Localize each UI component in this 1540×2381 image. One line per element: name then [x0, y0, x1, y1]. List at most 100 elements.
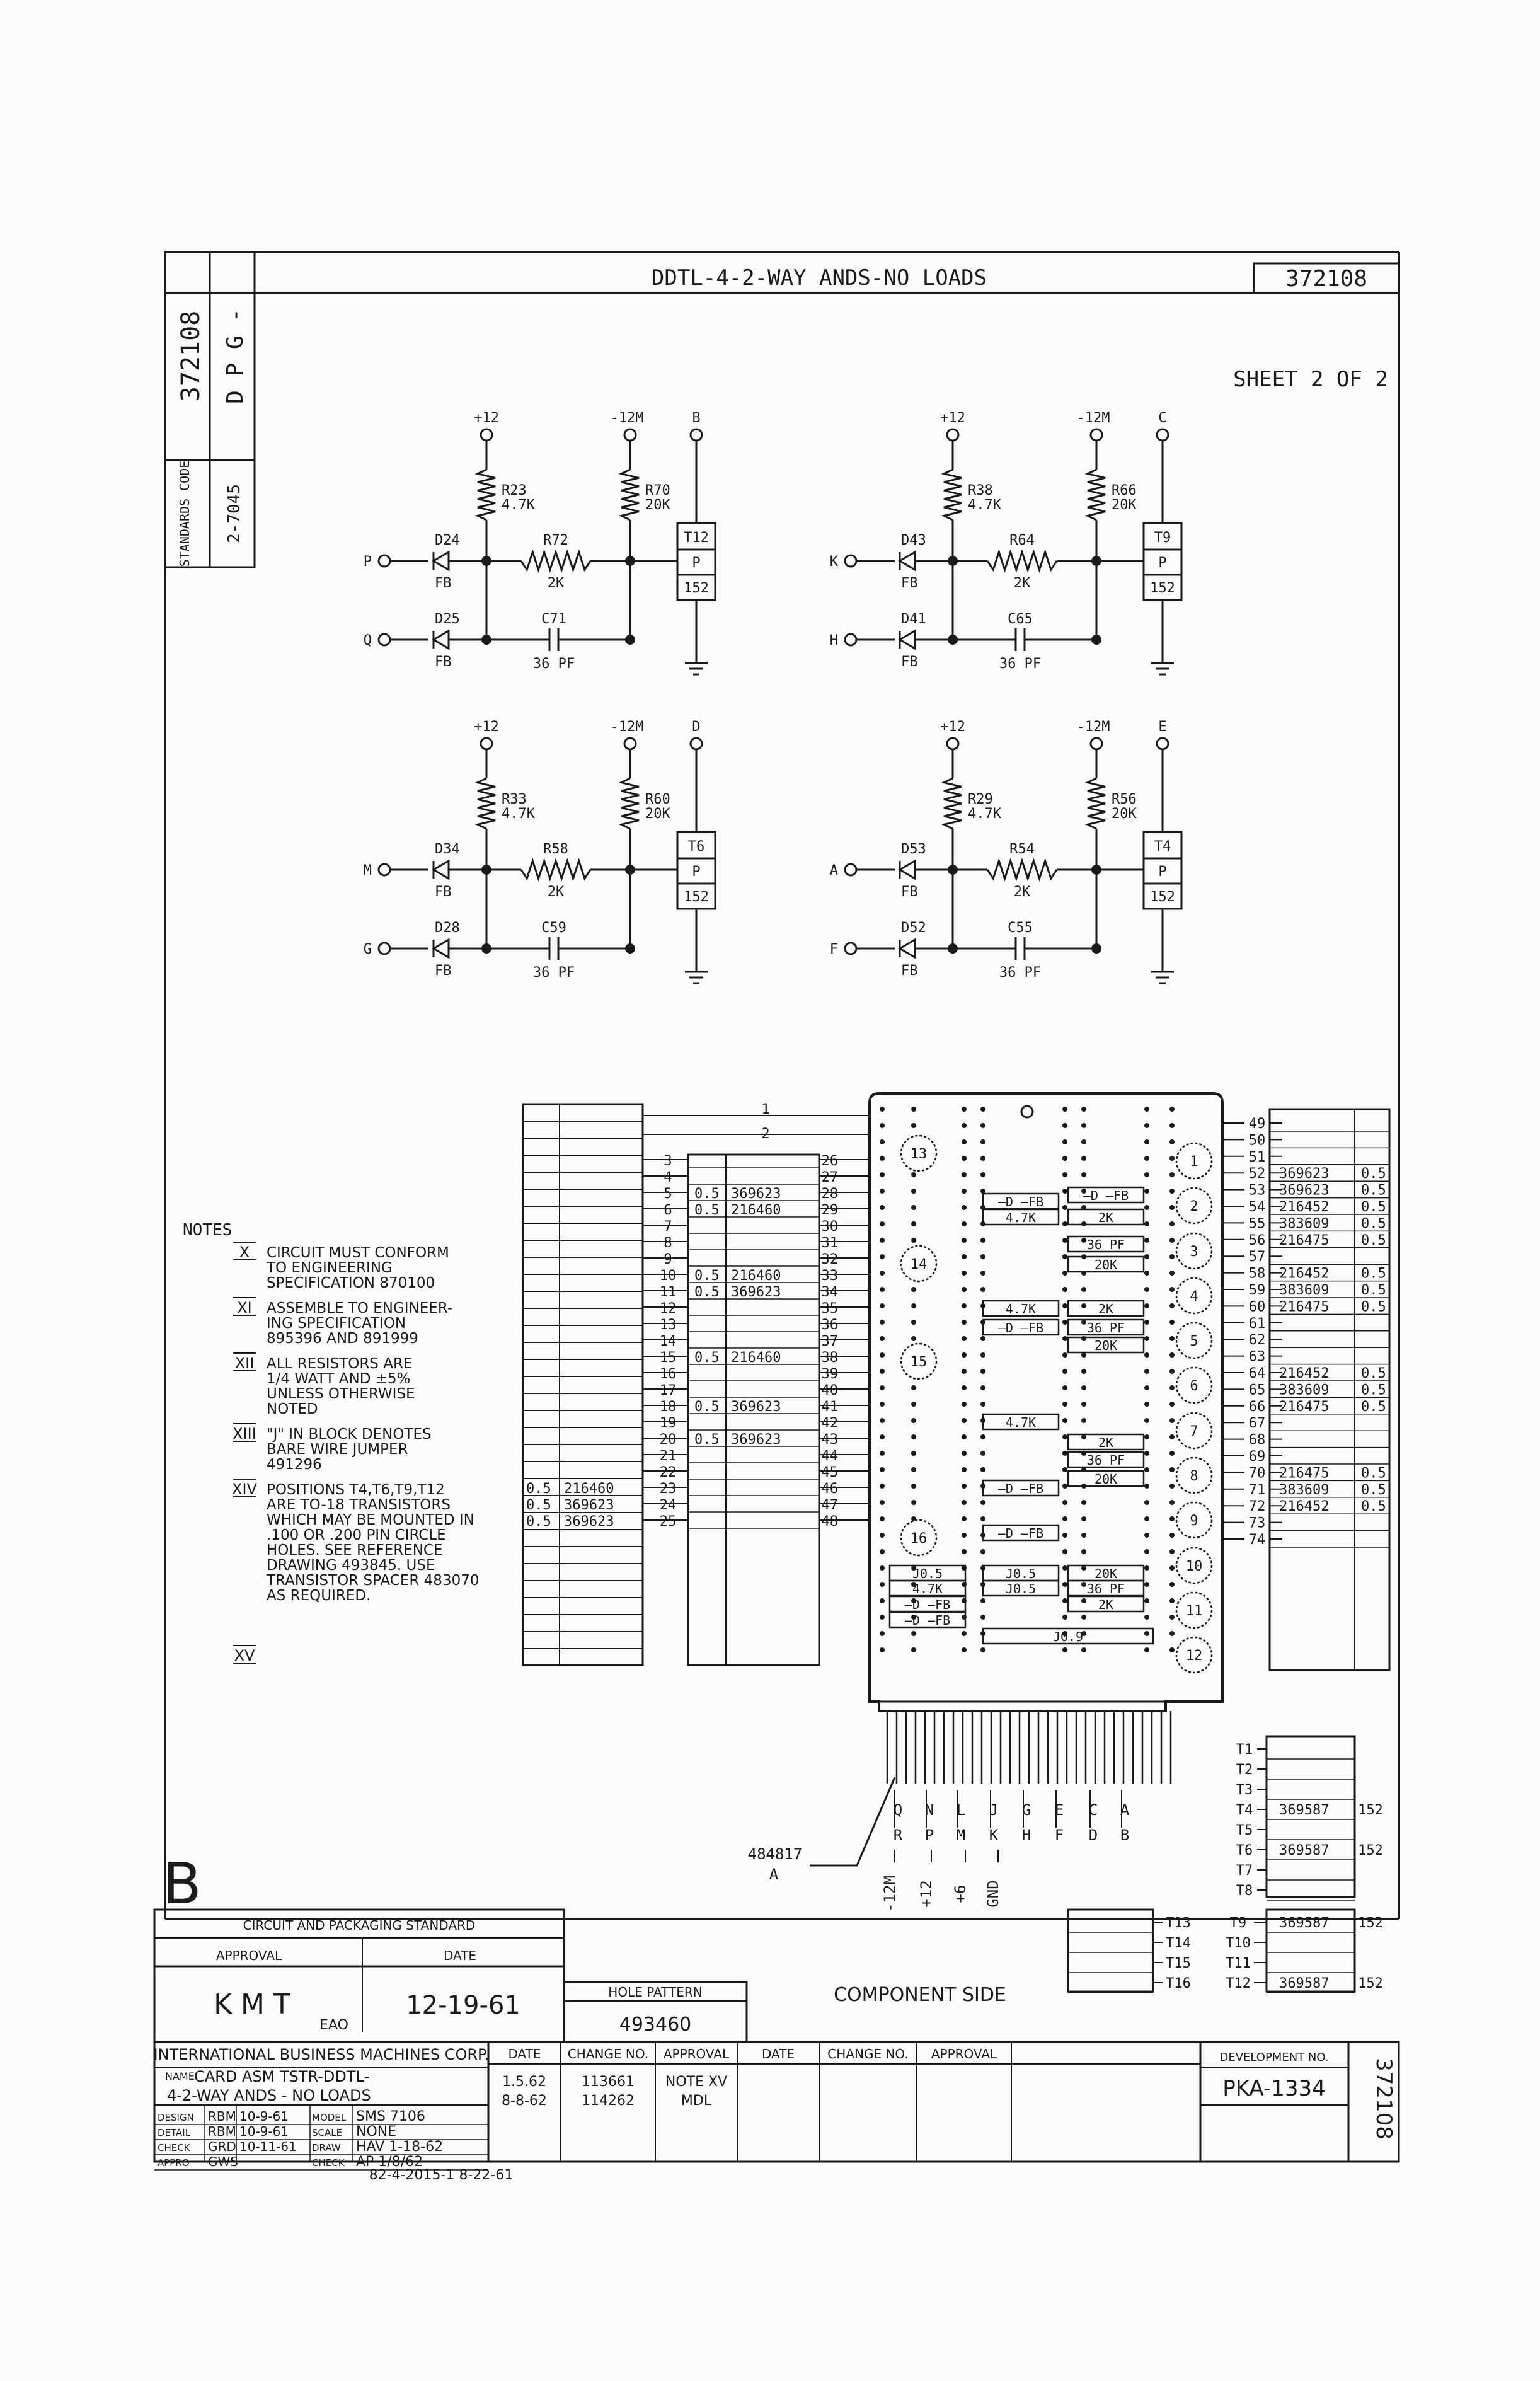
trace-dot: [1169, 1156, 1175, 1161]
resistor-icon: [1084, 777, 1106, 830]
transistor-type: P: [1158, 555, 1166, 571]
trace-dot: [1169, 1205, 1175, 1210]
pin-number: 42: [822, 1415, 839, 1431]
approval-date: 12-19-61: [406, 1991, 520, 2020]
trace-dot: [911, 1385, 916, 1390]
trace-dot: [962, 1484, 967, 1489]
position-code: 152: [1358, 1976, 1383, 1992]
transistor-hole-icon: [1175, 1366, 1213, 1404]
hole-number: 11: [1186, 1603, 1203, 1619]
change-header: CHANGE NO.: [568, 2046, 648, 2061]
trace-dot: [962, 1189, 967, 1194]
trace-dot: [1062, 1238, 1067, 1243]
hole-number: 1: [1190, 1154, 1198, 1170]
component-label: 36 PF: [1087, 1320, 1125, 1335]
pin-number: 57: [1249, 1249, 1266, 1265]
drawing-number: 372108: [1285, 266, 1367, 292]
trace-dot: [911, 1598, 916, 1603]
trace-dot: [880, 1385, 885, 1390]
capacitor-value: 36 PF: [999, 965, 1041, 981]
trace-dot: [911, 1647, 916, 1652]
component-box: [1067, 1255, 1145, 1273]
component-label: J0.9: [1053, 1629, 1083, 1644]
resistor-value: 4.7K: [968, 806, 1002, 822]
note-text: POSITIONS T4,T6,T9,T12: [267, 1482, 445, 1498]
diode-icon: [898, 629, 916, 650]
trace-dot: [1081, 1565, 1086, 1571]
trace-dot: [1144, 1320, 1149, 1325]
diode-icon: [432, 859, 450, 880]
junction-dot: [625, 943, 635, 954]
part-rating: 0.5: [1361, 1299, 1386, 1315]
capacitor-ref: C59: [541, 920, 566, 936]
trace-dot: [980, 1254, 985, 1259]
trace-dot: [962, 1369, 967, 1374]
note-number: XIV: [232, 1480, 258, 1498]
change-number: 114262: [582, 2093, 635, 2109]
trace-dot: [880, 1484, 885, 1489]
trace-dot: [1081, 1352, 1086, 1358]
diode-value: FB: [435, 575, 452, 591]
trace-dot: [1081, 1533, 1086, 1538]
t-bottom-left-table: [1067, 1908, 1154, 1993]
trace-dot: [962, 1303, 967, 1308]
transistor-type: P: [1158, 864, 1166, 880]
trace-dot: [911, 1205, 916, 1210]
part-rating: 0.5: [1361, 1382, 1386, 1398]
trace-dot: [980, 1238, 985, 1243]
pin-number: 40: [822, 1383, 839, 1398]
component-label: J0.5: [1006, 1581, 1036, 1596]
card-name-line1: CARD ASM TSTR-DDTL-: [194, 2068, 369, 2085]
resistor-value: 4.7K: [968, 497, 1002, 513]
note-text: TRANSISTOR SPACER 483070: [266, 1572, 479, 1589]
diode-icon: [432, 938, 450, 959]
standards-label: STANDARDS CODE: [177, 461, 192, 567]
hole-number: 6: [1190, 1378, 1198, 1394]
trace-dot: [1062, 1451, 1067, 1456]
note-text: 895396 AND 891999: [267, 1330, 418, 1347]
note-text: DRAWING 493845. USE: [267, 1557, 435, 1574]
side-number: 372108: [176, 311, 205, 402]
pin-number: 3: [664, 1153, 672, 1169]
transistor-hole-icon: [1175, 1456, 1213, 1494]
initials: RBM: [208, 2109, 236, 2124]
trace-dot: [962, 1172, 967, 1177]
diode-icon: [432, 550, 450, 572]
pin-number: 23: [660, 1481, 677, 1497]
trace-dot: [1169, 1238, 1175, 1243]
capacitor-value: 36 PF: [533, 965, 575, 981]
trace-dot: [962, 1533, 967, 1538]
pin-number: 73: [1249, 1516, 1266, 1531]
hole-number: 16: [911, 1531, 928, 1547]
t-bottom-right-table: [1265, 1908, 1356, 1993]
part-number: 369587: [1279, 1915, 1329, 1931]
trace-dot: [962, 1402, 967, 1407]
trace-dot: [880, 1516, 885, 1521]
trace-dot: [1062, 1500, 1067, 1505]
trace-dot: [1062, 1582, 1067, 1587]
change-number: 113661: [582, 2074, 635, 2090]
trace-dot: [962, 1516, 967, 1521]
trace-dot: [911, 1320, 916, 1325]
pin-number: 59: [1249, 1283, 1266, 1298]
trace-dot: [1062, 1565, 1067, 1571]
trace-dot: [911, 1238, 916, 1243]
trace-dot: [911, 1582, 916, 1587]
hole-number: 3: [1190, 1244, 1198, 1260]
note-number: XII: [235, 1354, 255, 1372]
trace-dot: [1169, 1369, 1175, 1374]
trace-dot: [911, 1287, 916, 1292]
trace-dot: [962, 1271, 967, 1276]
pin-number: 47: [822, 1497, 839, 1513]
trace-dot: [980, 1287, 985, 1292]
connector-leader: [810, 1777, 896, 1867]
pin-letter: Q: [894, 1801, 902, 1819]
resistor-ref: R60: [645, 792, 670, 807]
part-rating: 0.5: [1361, 1233, 1386, 1248]
trace-dot: [1062, 1123, 1067, 1128]
diode-value: FB: [901, 654, 918, 670]
resistor-ref: R38: [968, 483, 993, 499]
trace-dot: [1144, 1189, 1149, 1194]
trace-dot: [1081, 1369, 1086, 1374]
